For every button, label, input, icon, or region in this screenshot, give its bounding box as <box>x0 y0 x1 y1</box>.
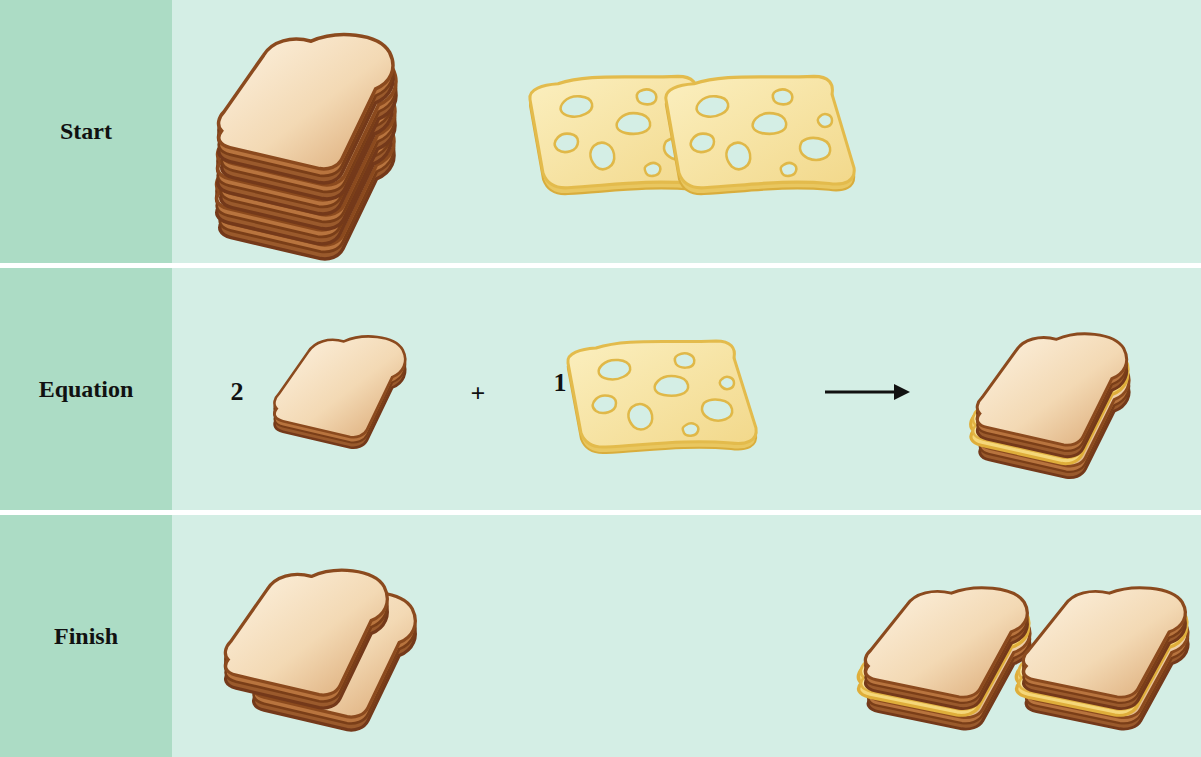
leftover-bread <box>225 570 415 730</box>
row-label-cell: Start <box>0 0 172 263</box>
reaction-arrow <box>825 384 910 400</box>
cheese-slices <box>530 76 854 194</box>
sandwich <box>971 334 1129 478</box>
row-panel <box>172 268 1201 510</box>
row-label: Equation <box>39 376 134 403</box>
sandwiches <box>858 588 1188 729</box>
row-label: Start <box>60 118 112 145</box>
row-label: Finish <box>54 623 118 650</box>
coefficient-label: 2 <box>231 377 244 407</box>
coefficient-label: 1 <box>554 368 567 398</box>
row-label-cell: Equation <box>0 268 172 510</box>
row-label-cell: Finish <box>0 515 172 757</box>
coefficient-label: + <box>471 379 486 409</box>
cheese-slice <box>568 341 756 453</box>
row-panel <box>172 0 1201 263</box>
bread-stack <box>217 35 396 259</box>
bread-slice <box>274 336 405 447</box>
row-panel <box>172 515 1201 757</box>
